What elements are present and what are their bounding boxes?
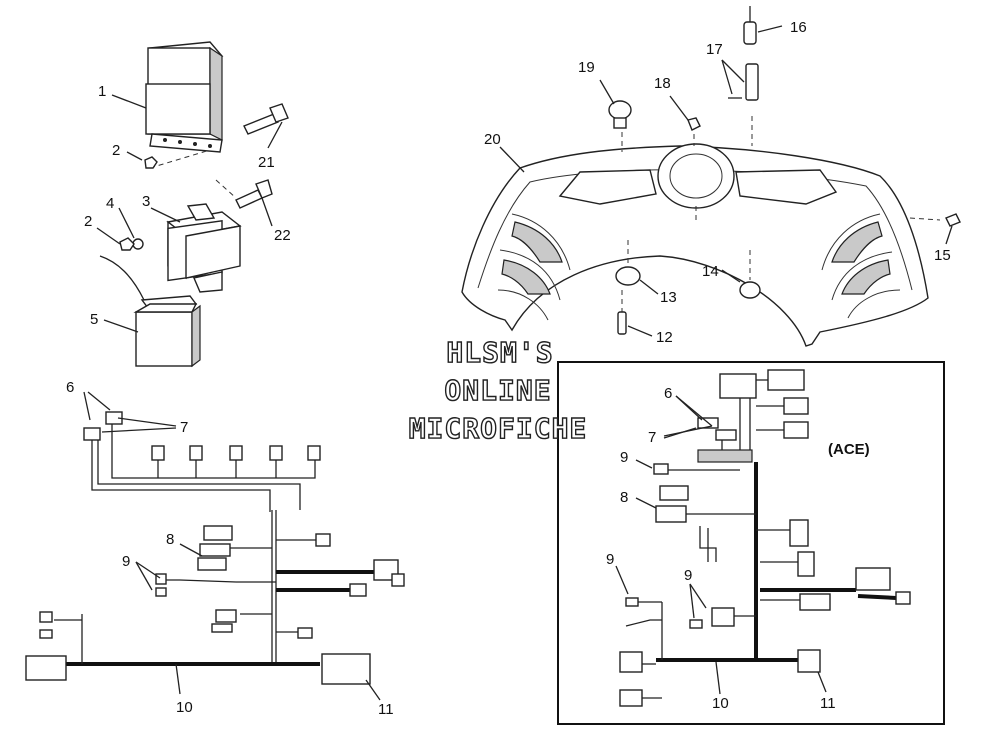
regulator-part [166,203,242,293]
callout-ace-8: 8 [620,489,628,506]
callout-ace-6: 6 [664,385,672,402]
bulb-part [743,6,783,45]
ace-wiring-harness [619,369,911,707]
callout-10: 10 [176,699,193,716]
grommet-14-part [739,281,761,299]
watermark-line-1: HLSM'S [446,336,553,369]
callout-22: 22 [274,227,291,244]
callout-1: 1 [98,83,106,100]
socket-part [721,59,759,146]
clip-part [687,117,701,146]
watermark-line-3: MICROFICHE [409,412,588,445]
callout-18: 18 [654,75,671,92]
callout-3: 3 [142,193,150,210]
coil-part [99,255,201,368]
callout-9: 9 [122,553,130,570]
callout-12: 12 [656,329,673,346]
callout-7: 7 [180,419,188,436]
callout-11: 11 [378,701,394,718]
callout-14: 14 [702,263,719,280]
bolt-22-part [215,179,273,209]
bolt-21-part [243,103,289,135]
nut-part-2 [119,237,135,251]
callout-8: 8 [166,531,174,548]
cdi-module-part [145,41,224,169]
pin-part [617,290,627,335]
dash-panel-part [461,143,929,347]
callout-ace-7: 7 [648,429,656,446]
callout-17: 17 [706,41,723,58]
callout-13: 13 [660,289,677,306]
callout-2b: 2 [84,213,92,230]
callout-ace-9: 9 [620,449,628,466]
screw-part [909,213,961,227]
ace-label: (ACE) [828,441,870,458]
ace-inset-frame [557,361,945,725]
callout-6: 6 [66,379,74,396]
callout-15: 15 [934,247,951,264]
callout-19: 19 [578,59,595,76]
grommet-13-part [615,266,641,286]
callout-ace-9b: 9 [606,551,614,568]
callout-16: 16 [790,19,807,36]
callout-ace-10: 10 [712,695,729,712]
callout-5: 5 [90,311,98,328]
callout-4: 4 [106,195,114,212]
knob-part [608,100,632,152]
callout-ace-11: 11 [820,695,836,712]
nut-part [144,156,158,169]
callout-2: 2 [112,142,120,159]
left-wiring-harness [25,411,405,685]
callout-ace-9c: 9 [684,567,692,584]
callout-20: 20 [484,131,501,148]
callout-21: 21 [258,154,275,171]
watermark-line-2: ONLINE [444,374,551,407]
